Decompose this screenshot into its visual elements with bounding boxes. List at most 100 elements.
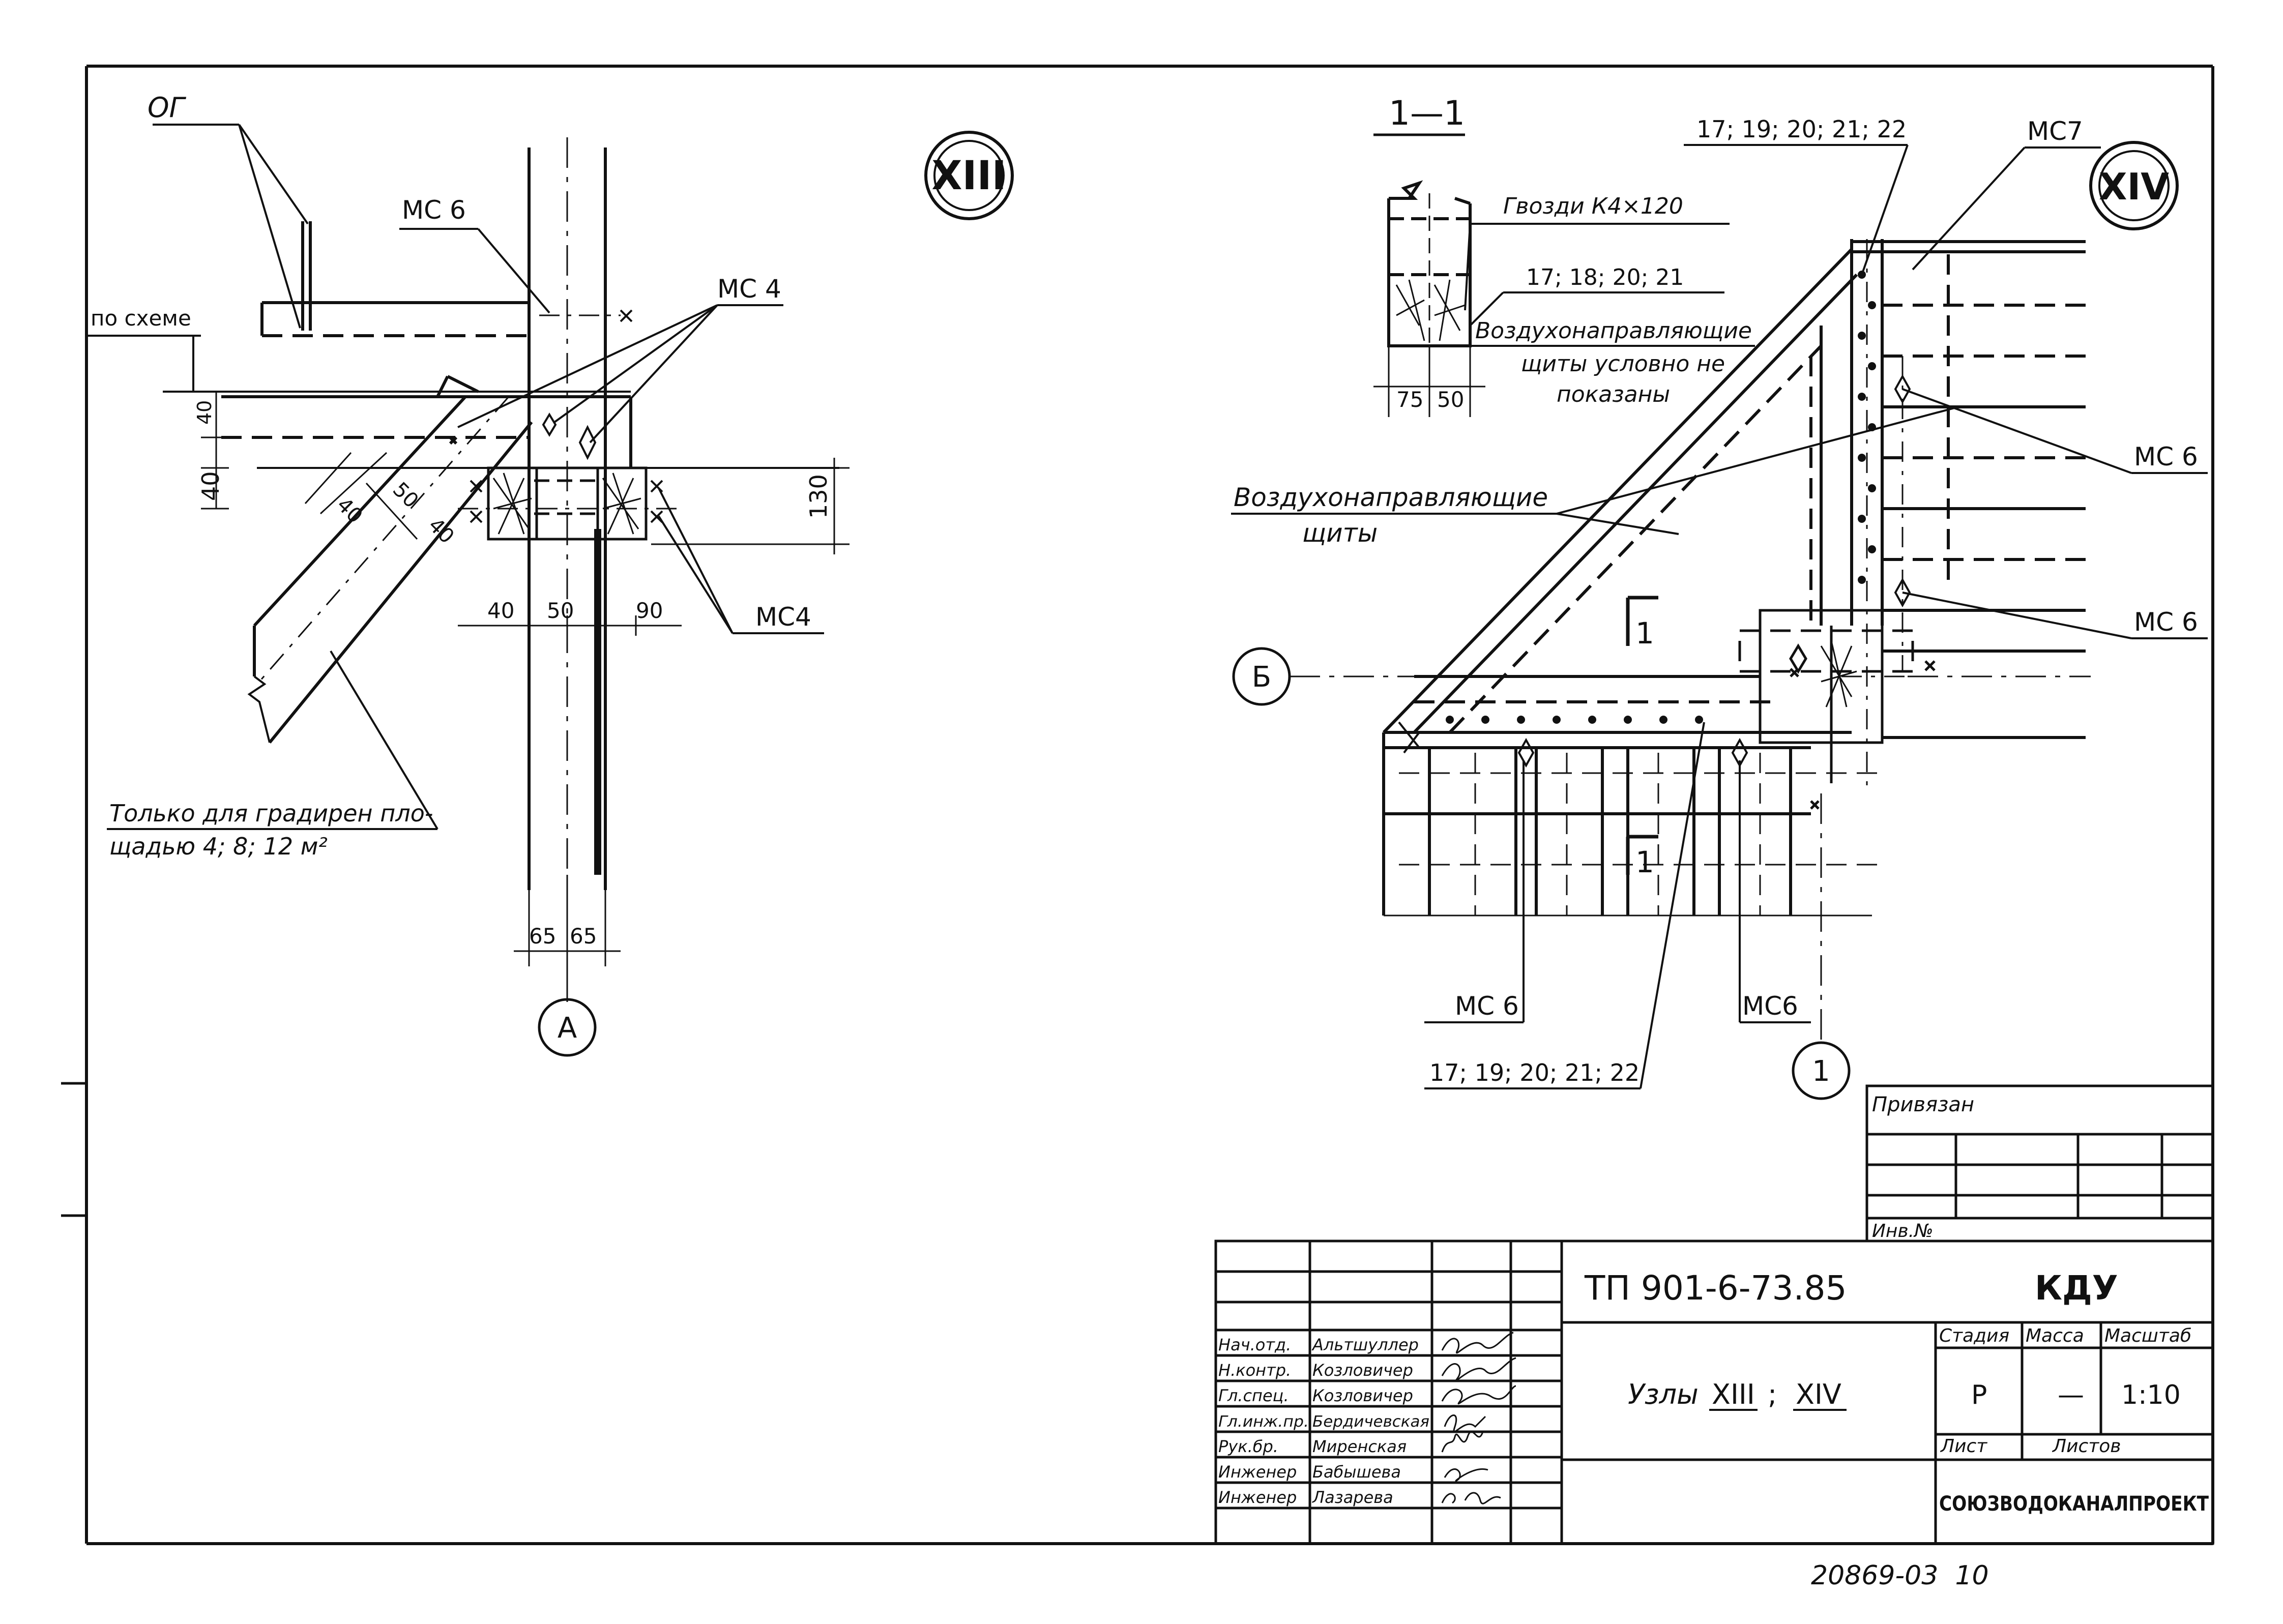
- dim-65-b: 65: [570, 924, 597, 949]
- cut-marks: [1626, 596, 1658, 875]
- bolt-marks: [458, 309, 677, 523]
- note-line-2: щадью 4; 8; 12 м²: [109, 833, 328, 860]
- name-1: Альтшуллер: [1311, 1335, 1419, 1354]
- post-nails: [1858, 271, 1876, 584]
- section-note-3: показаны: [1557, 381, 1670, 407]
- sloped-roof: [1382, 248, 1858, 814]
- name-7: Лазарева: [1312, 1488, 1393, 1507]
- clamp-blocks: [487, 466, 648, 541]
- axis-b-label: Б: [1252, 661, 1271, 694]
- dims-65: [514, 875, 621, 966]
- og-label: ОГ: [148, 92, 187, 124]
- ms4-top-leader: [457, 304, 783, 444]
- ms7-leader: [1912, 146, 2101, 271]
- mass-header: Масса: [2026, 1325, 2084, 1346]
- sheets-header: Листов: [2052, 1436, 2121, 1457]
- vertical-post: [528, 137, 607, 895]
- sheet-header: Лист: [1940, 1436, 1987, 1457]
- post-diamonds: [1841, 356, 1938, 677]
- doc-code: ТП 901-6-73.85: [1584, 1268, 1847, 1308]
- ms6-right-label-1: МС 6: [2134, 442, 2198, 471]
- node-xiv-badge-text: XIV: [2099, 165, 2169, 208]
- items-a-label: 17; 18; 20; 21: [1526, 264, 1684, 290]
- dims-left: [201, 392, 418, 540]
- name-4: Бердичевская: [1312, 1413, 1429, 1431]
- inv-no-label: Инв.№: [1872, 1221, 1934, 1242]
- node-xiii-badge-text: XIII: [931, 153, 1006, 199]
- mass-value: —: [2058, 1380, 2084, 1410]
- main-block-grid: [1214, 1239, 2214, 1545]
- dim-130-line: [651, 458, 850, 554]
- privyazan-box: [1865, 1084, 2214, 1243]
- junction-block: [1738, 609, 1936, 810]
- section-title: 1—1: [1389, 94, 1465, 133]
- node-xiii-badge: XIII: [924, 131, 1014, 220]
- ms6-right-label-2: МС 6: [2134, 607, 2198, 637]
- ms4-bottom-label: МС4: [755, 602, 811, 632]
- ms4-bottom-leader: [658, 488, 824, 634]
- items-a-leader: [1469, 291, 1724, 327]
- nails-label: Гвозди К4×120: [1503, 193, 1683, 219]
- dim-40-a: 40: [193, 400, 216, 425]
- panels-label-2: щиты: [1302, 518, 1378, 548]
- ms6-leader: [399, 228, 550, 314]
- ms6-bottom-right-label: МС6: [1742, 991, 1798, 1021]
- signatures: [1441, 1332, 1516, 1504]
- org-name: СОЮЗВОДОКАНАЛПРОЕКТ: [1939, 1492, 2209, 1516]
- scheme-leader: [86, 335, 631, 393]
- ms6-right-leaders: [1902, 388, 2208, 639]
- role-7: Инженер: [1218, 1488, 1297, 1507]
- ms6-bottom-left-label: МС 6: [1455, 991, 1519, 1021]
- role-5: Рук.бр.: [1218, 1437, 1278, 1456]
- dim-40-e: 40: [487, 598, 514, 623]
- section-1-1: 1—1 75 50 Гвозди К4×120 17; 18; 20; 21: [1373, 94, 1755, 417]
- cut-mark-top: 1: [1635, 616, 1654, 651]
- xiv-post: [1809, 239, 1884, 793]
- og-leader: [153, 124, 309, 329]
- axis-a-label: А: [558, 1012, 577, 1045]
- name-5: Миренская: [1312, 1437, 1407, 1456]
- node-xiv-badge: XIV: [2089, 141, 2179, 230]
- footer-number: 20869-03 10: [1811, 1560, 1989, 1591]
- dim-130: 130: [805, 474, 832, 519]
- dim-50-a: 50: [388, 478, 423, 513]
- role-4: Гл.инж.пр.: [1218, 1413, 1309, 1431]
- name-2: Козловичер: [1312, 1361, 1413, 1380]
- diagonal-strut: [247, 375, 533, 744]
- stage-value: Р: [1971, 1380, 1987, 1410]
- title-block: Привязан Инв.№ ТП 901: [1214, 1084, 2214, 1545]
- ms6-bottom-leaders: [1424, 760, 1811, 1023]
- panels-label-1: Воздухонаправляющие: [1234, 483, 1548, 512]
- section-profile: [1373, 180, 1485, 417]
- subject-xiii: XIII: [1712, 1378, 1755, 1410]
- subject-sep: ;: [1768, 1378, 1777, 1410]
- section-dim-50: 50: [1437, 387, 1464, 412]
- dims-bottom: [458, 615, 682, 636]
- axis-1-label: 1: [1812, 1055, 1830, 1088]
- ms6-label: МС 6: [402, 195, 466, 225]
- name-6: Бабышева: [1312, 1462, 1401, 1482]
- cut-mark-bottom: 1: [1635, 845, 1654, 879]
- role-1: Нач.отд.: [1218, 1335, 1291, 1354]
- subject-xiv: XIV: [1796, 1378, 1841, 1410]
- items-bottom-leader: [1424, 722, 1705, 1089]
- subject-prefix: Узлы: [1628, 1378, 1699, 1410]
- items-bottom-label: 17; 19; 20; 21; 22: [1429, 1059, 1640, 1086]
- privyazan-label: Привязан: [1872, 1093, 1974, 1116]
- upper-rail: [260, 221, 529, 337]
- axis-1-marker: [1792, 1041, 1851, 1100]
- nails-leader: [1464, 223, 1730, 311]
- dim-40-b: 40: [197, 471, 224, 501]
- panels-leader: [1231, 406, 1959, 535]
- role-6: Инженер: [1218, 1462, 1297, 1482]
- note-leader: [107, 650, 438, 830]
- stage-header: Стадия: [1939, 1325, 2009, 1346]
- section-dim-75: 75: [1396, 387, 1423, 412]
- doc-short: КДУ: [2035, 1268, 2118, 1308]
- items-top-leader: [1684, 144, 1909, 275]
- role-2: Н.контр.: [1218, 1361, 1291, 1380]
- top-boards: [1852, 240, 2086, 739]
- section-note-2: щиты условно не: [1521, 351, 1725, 377]
- role-3: Гл.спец.: [1218, 1386, 1289, 1405]
